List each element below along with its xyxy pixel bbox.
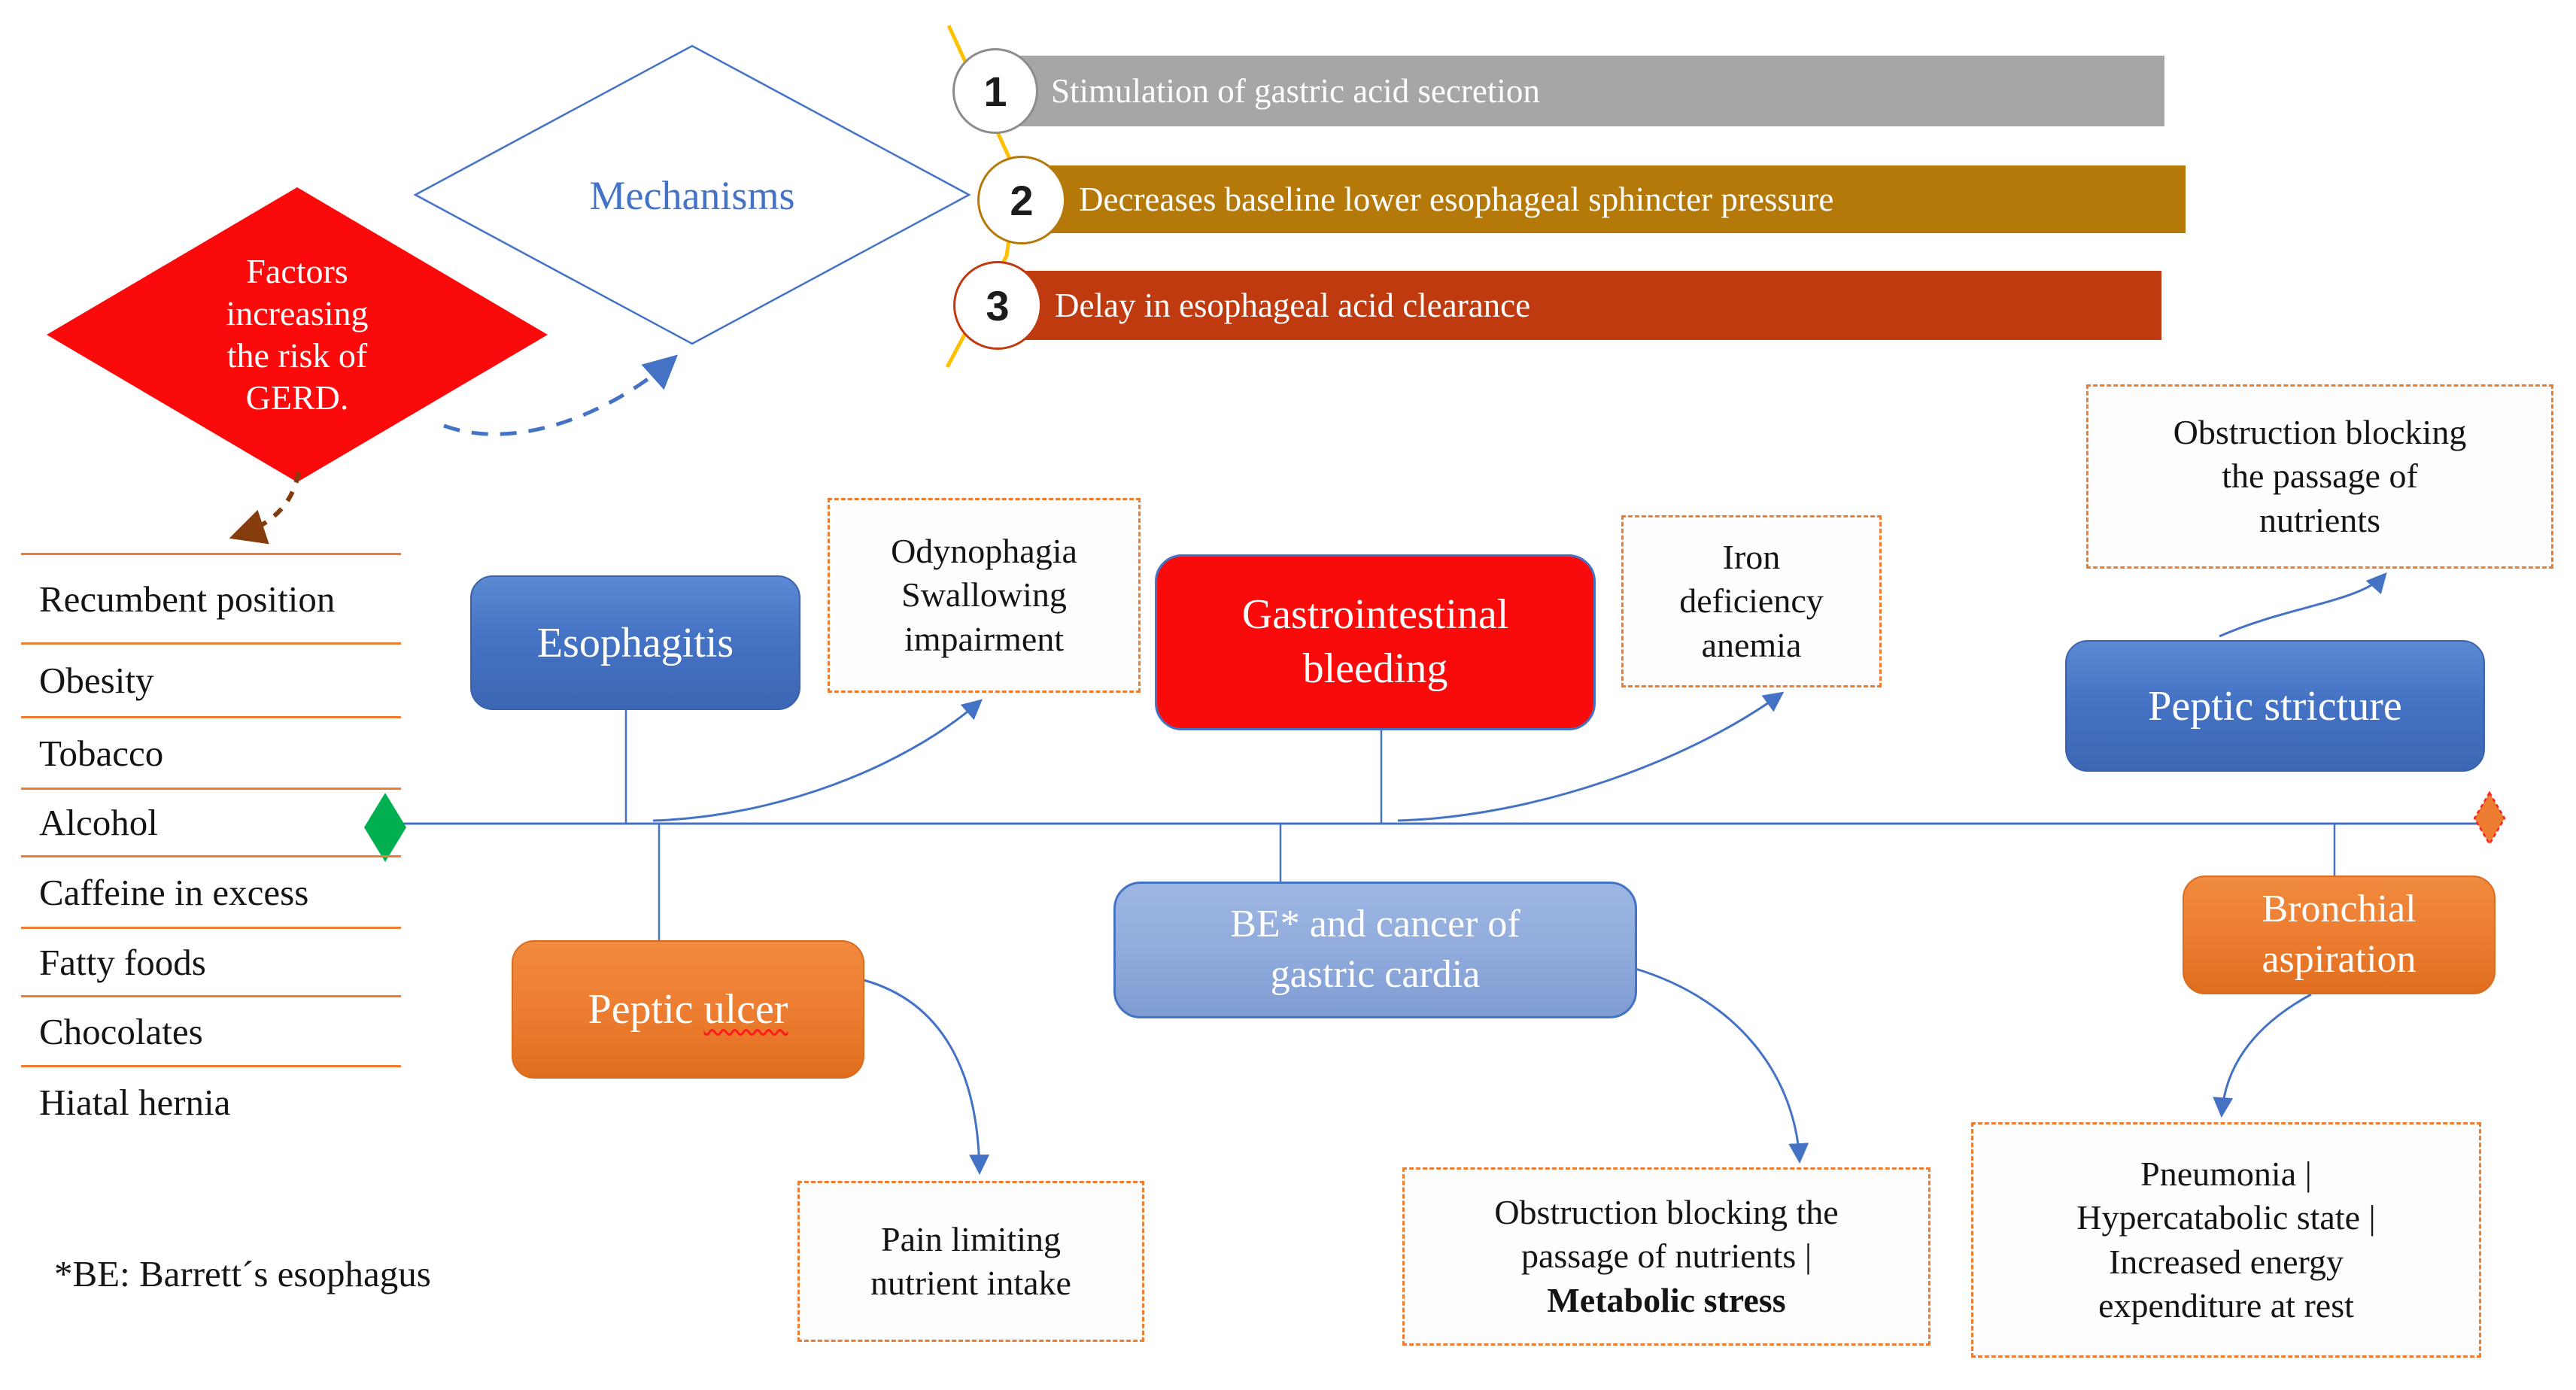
risk-factor-item: Hiatal hernia bbox=[21, 1065, 401, 1137]
footnote-text: *BE: Barrett´s esophagus bbox=[54, 1253, 431, 1294]
callout-line: deficiency bbox=[1679, 581, 1824, 621]
mechanism-number-badge-1: 1 bbox=[952, 48, 1038, 134]
arrow-bleeding-to-anemia bbox=[1397, 691, 1785, 822]
callout-line: passage of nutrients | bbox=[1520, 1237, 1812, 1276]
arrow-risk-to-mechanisms bbox=[443, 354, 679, 436]
callout-line: Iron bbox=[1722, 537, 1781, 576]
callout-line: Pain limiting bbox=[881, 1219, 1061, 1258]
badge-1-number: 1 bbox=[983, 67, 1007, 115]
risk-factor-item: Alcohol bbox=[21, 788, 401, 855]
mechanism-number-badge-3: 3 bbox=[953, 261, 1042, 350]
callout-pneumonia-hypercatabolic: Pneumonia | Hypercatabolic state | Incre… bbox=[1971, 1122, 2481, 1358]
risk-factor-label: Recumbent position bbox=[39, 578, 336, 620]
risk-diamond-line: the risk of bbox=[226, 336, 368, 375]
callout-line: Hypercatabolic state | bbox=[2076, 1198, 2376, 1237]
callout-line: Swallowing bbox=[901, 575, 1067, 615]
mechanism-bar-3-label: Delay in esophageal acid clearance bbox=[1055, 287, 1531, 324]
risk-diamond-shape bbox=[47, 187, 548, 482]
risk-factor-item: Chocolates bbox=[21, 995, 401, 1065]
callout-line: expenditure at rest bbox=[2098, 1285, 2354, 1325]
node-be-and-cancer: BE* and cancer of gastric cardia bbox=[1113, 882, 1637, 1018]
arrow-esophagitis-to-odynophagia bbox=[652, 699, 983, 822]
arrow-ulcer-to-pain bbox=[863, 979, 990, 1176]
node-esophagitis: Esophagitis bbox=[470, 575, 800, 710]
callout-obstruction-nutrients: Obstruction blocking the passage of nutr… bbox=[2086, 384, 2553, 569]
footnote-be-definition: *BE: Barrett´s esophagus bbox=[54, 1252, 431, 1295]
node-bronchial-aspiration: Bronchial aspiration bbox=[2183, 876, 2496, 994]
node-peptic-stricture: Peptic stricture bbox=[2065, 640, 2485, 772]
risk-factor-label: Caffeine in excess bbox=[39, 871, 309, 913]
node-be-line: gastric cardia bbox=[1270, 953, 1481, 996]
mechanism-bar-3: Delay in esophageal acid clearance bbox=[1001, 271, 2161, 340]
risk-factor-label: Fatty foods bbox=[39, 941, 206, 983]
risk-factor-label: Alcohol bbox=[39, 802, 158, 843]
node-be-line: BE* and cancer of bbox=[1230, 903, 1520, 946]
risk-factor-item: Recumbent position bbox=[21, 553, 401, 642]
callout-line: anemia bbox=[1701, 625, 1802, 664]
callout-line: nutrient intake bbox=[870, 1264, 1071, 1302]
node-bronchial-line: aspiration bbox=[2262, 938, 2417, 981]
mechanism-bar-2-label: Decreases baseline lower esophageal sphi… bbox=[1079, 181, 1834, 218]
risk-factor-label: Tobacco bbox=[39, 732, 164, 774]
callout-line: Obstruction blocking the bbox=[1494, 1192, 1839, 1231]
risk-diamond-line: increasing bbox=[226, 293, 369, 332]
callout-line: impairment bbox=[904, 619, 1065, 658]
arrow-risk-to-factor-list bbox=[229, 472, 301, 545]
mechanism-bar-1-label: Stimulation of gastric acid secretion bbox=[1051, 72, 1540, 110]
callout-line: Increased energy bbox=[2108, 1242, 2344, 1281]
callout-line: Odynophagia bbox=[891, 531, 1077, 570]
node-stricture-label: Peptic stricture bbox=[2148, 682, 2402, 730]
node-bronchial-line: Bronchial bbox=[2262, 888, 2417, 931]
node-ulcer-label-head: Peptic bbox=[588, 986, 704, 1033]
risk-diamond: Factors increasing the risk of GERD. bbox=[117, 248, 478, 421]
risk-factor-label: Hiatal hernia bbox=[39, 1082, 231, 1123]
arrow-stricture-to-obstruction bbox=[2219, 572, 2387, 638]
timeline-start-diamond bbox=[364, 793, 406, 862]
callout-pain-limiting-intake: Pain limiting nutrient intake bbox=[797, 1181, 1144, 1342]
risk-diamond-line: Factors bbox=[246, 251, 348, 290]
mechanisms-diamond-label: Mechanisms bbox=[527, 171, 858, 220]
mechanism-number-badge-2: 2 bbox=[977, 156, 1066, 244]
node-ulcer-label-tail: ulcer bbox=[703, 986, 788, 1033]
node-gastrointestinal-bleeding: Gastrointestinal bleeding bbox=[1155, 554, 1596, 730]
callout-line: nutrients bbox=[2259, 500, 2380, 539]
callout-iron-deficiency-anemia: Iron deficiency anemia bbox=[1621, 515, 1882, 687]
timeline-end-diamond bbox=[2473, 791, 2506, 846]
node-esophagitis-label: Esophagitis bbox=[536, 619, 734, 666]
node-gi-line: Gastrointestinal bbox=[1241, 591, 1509, 639]
risk-factor-list: Recumbent position Obesity Tobacco Alcoh… bbox=[21, 553, 401, 1137]
node-gi-line: bleeding bbox=[1302, 645, 1448, 692]
mechanism-bar-2: Decreases baseline lower esophageal sphi… bbox=[1022, 165, 2186, 233]
risk-factor-label: Chocolates bbox=[39, 1010, 203, 1052]
arrow-bronchial-to-pneumonia bbox=[2213, 993, 2312, 1118]
risk-factor-item: Caffeine in excess bbox=[21, 855, 401, 927]
badge-3-number: 3 bbox=[986, 281, 1010, 329]
risk-factor-item: Obesity bbox=[21, 642, 401, 716]
risk-factor-item: Tobacco bbox=[21, 716, 401, 788]
badge-2-number: 2 bbox=[1010, 176, 1034, 224]
node-peptic-ulcer: Peptic ulcer bbox=[512, 940, 864, 1079]
callout-odynophagia: Odynophagia Swallowing impairment bbox=[828, 498, 1141, 693]
callout-obstruction-metabolic-stress: Obstruction blocking the passage of nutr… bbox=[1402, 1167, 1930, 1346]
mechanisms-diamond-shape bbox=[413, 44, 971, 345]
callout-line: Obstruction blocking bbox=[2173, 412, 2467, 451]
risk-factor-label: Obesity bbox=[39, 660, 154, 701]
risk-diamond-line: GERD. bbox=[245, 378, 349, 417]
arrow-be-to-metabolic bbox=[1635, 967, 1809, 1164]
callout-line: the passage of bbox=[2222, 457, 2418, 496]
mechanisms-text: Mechanisms bbox=[589, 173, 795, 218]
callout-line-metabolic-stress: Metabolic stress bbox=[1547, 1280, 1786, 1319]
callout-line: Pneumonia | bbox=[2140, 1154, 2312, 1193]
risk-factor-item: Fatty foods bbox=[21, 927, 401, 995]
mechanism-bar-1: Stimulation of gastric acid secretion bbox=[997, 56, 2164, 126]
